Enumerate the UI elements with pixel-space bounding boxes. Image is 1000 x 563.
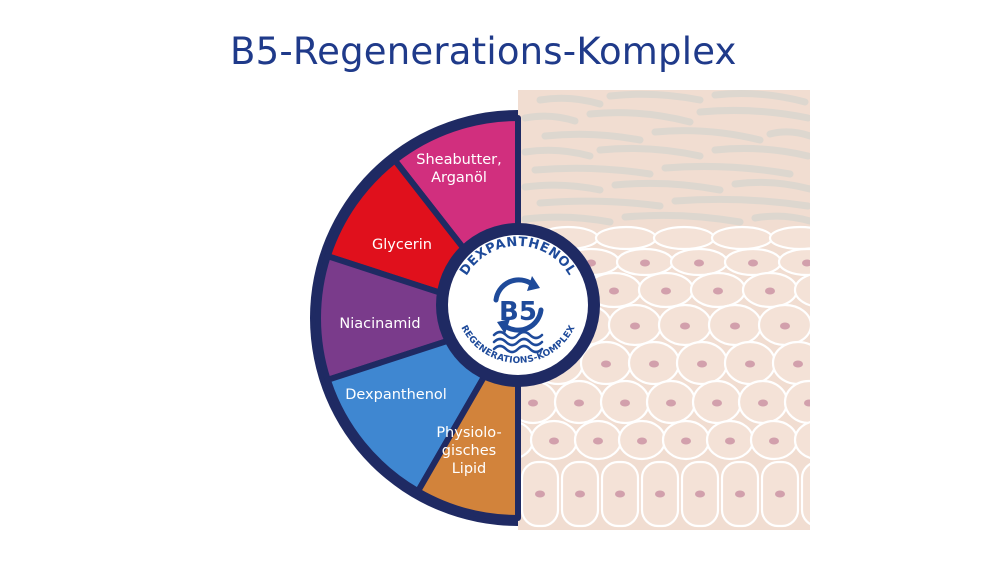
corneum-layer [531,164,654,178]
corneum-layer [521,181,604,194]
corneum-layer [651,127,764,144]
corneum-layer [521,112,579,125]
cycle-arrows-icon [493,277,544,333]
corneum-layer [711,144,810,160]
corneum-layer [621,211,744,226]
cell-nucleus [694,259,704,267]
cell-nucleus [615,490,625,498]
dexpanthenol-badge: DEXPANTHENOL REGENERATIONS-KOMPLEX B5 [436,223,600,387]
skin-cell [793,273,810,307]
cell-nucleus [649,360,659,368]
segment-label: Niacinamid [339,316,420,332]
corneum-layer [611,179,724,194]
stratum-corneum [521,90,810,226]
cell-nucleus [593,437,603,445]
corneum-layer [751,212,810,225]
corneum-layer [766,128,810,140]
skin-cell [594,225,658,251]
cell-nucleus [769,437,779,445]
segment-label: Glycerin [372,237,432,253]
cell-nucleus [655,490,665,498]
cell-nucleus [528,399,538,407]
cell-nucleus [815,491,825,498]
basal-cells [520,460,825,528]
corneum-layer [606,90,704,104]
cell-nucleus [620,399,630,407]
cell-nucleus [630,322,640,330]
cell-nucleus [780,322,790,330]
cell-nucleus [574,399,584,407]
corneum-layer [536,197,664,210]
cell-nucleus [575,490,585,498]
cell-nucleus [549,437,559,445]
cell-nucleus [681,437,691,445]
cell-nucleus [765,287,775,295]
segment-label: Sheabutter,Arganöl [416,152,501,186]
segment-label: Dexpanthenol [345,387,447,403]
basal-cell [800,462,810,526]
cell-nucleus [802,259,810,267]
cell-nucleus [713,287,723,295]
cell-nucleus [666,399,676,407]
cell-nucleus [817,288,827,295]
corneum-layer [596,144,704,160]
corneum-layer [731,178,810,193]
skin-cell [652,225,716,251]
skin-cell [793,421,810,459]
cell-nucleus [601,360,611,368]
cell-nucleus [758,399,768,407]
cell-nucleus [735,490,745,498]
corneum-layer [586,109,694,126]
cell-nucleus [640,259,650,267]
arrow-heads-icon [497,276,540,334]
cell-nucleus [745,360,755,368]
corneum-layer [521,146,594,160]
corneum-layer [671,195,810,210]
corneum-layer [521,213,614,226]
cell-nucleus [725,437,735,445]
cell-nucleus [813,438,823,445]
cell-nucleus [680,322,690,330]
skin-cell [768,225,810,251]
cell-nucleus [748,259,758,267]
corneum-layer [661,162,794,178]
cell-nucleus [804,399,810,407]
cell-nucleus [695,490,705,498]
cell-nucleus [793,360,803,368]
badge-center-text: B5 [499,297,537,327]
corneum-layer [541,130,644,144]
cell-nucleus [712,399,722,407]
ingredient-wheel: Sheabutter,ArganölGlycerinNiacinamidDexp… [310,110,521,526]
cell-nucleus [775,490,785,498]
page-title: B5-Regenerations-Komplex [230,30,737,73]
corneum-layer [536,94,604,108]
cell-nucleus [661,287,671,295]
cell-nucleus [697,360,707,368]
corneum-layer [711,90,809,106]
cell-nucleus [535,490,545,498]
skin-cell [710,225,774,251]
skin-wave-icon [492,330,544,354]
corneum-layer [696,106,810,122]
cell-nucleus [609,287,619,295]
skin-cross-section [518,90,827,530]
cell-nucleus [730,322,740,330]
cell-nucleus [637,437,647,445]
